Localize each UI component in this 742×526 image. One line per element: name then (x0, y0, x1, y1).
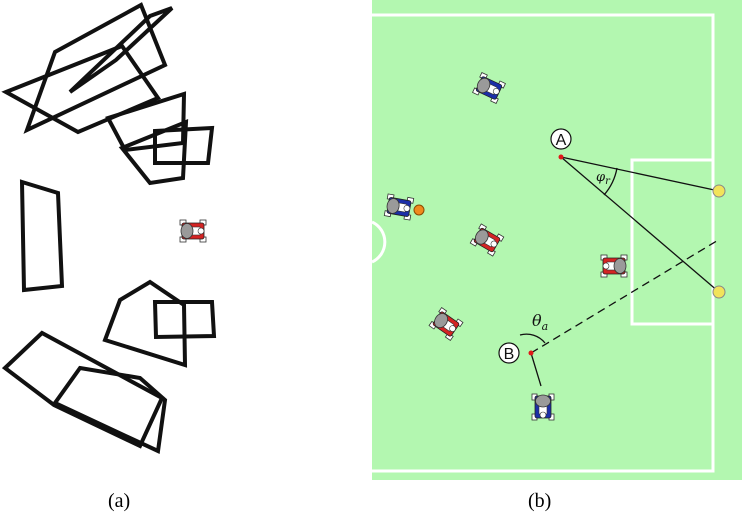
penalty-box (630, 158, 715, 326)
observation-polygon (19, 179, 65, 293)
robot-b-line (530, 352, 542, 387)
point-a-label: A (556, 132, 567, 149)
angle-theta-label: θa (532, 311, 548, 333)
angle-theta-subscript: a (542, 320, 549, 333)
panel-a-caption: (a) (108, 490, 131, 512)
observation-polygon (153, 125, 215, 165)
observation-polygon (152, 300, 217, 340)
sight-lines (519, 156, 721, 387)
point-b-label: B (504, 346, 515, 363)
point-a-marker (558, 154, 564, 160)
angle-phi-subscript: r (605, 176, 611, 187)
angle-arc (603, 167, 618, 196)
panel-a (1, 2, 217, 454)
angle-phi-symbol: φ (596, 170, 606, 185)
observation-polygon (1, 330, 165, 449)
goal-post (712, 285, 726, 299)
point-b-label-circle (498, 342, 520, 364)
angle-arc (519, 333, 546, 344)
soccer-field (372, 0, 742, 480)
goal-post (712, 184, 726, 198)
angle-theta-symbol: θ (532, 311, 542, 330)
observation-polygon (102, 279, 188, 368)
ball (413, 204, 425, 216)
robot (531, 393, 555, 421)
point-a-label-circle (550, 128, 572, 150)
observation-polygon (1, 43, 162, 135)
robot (179, 219, 207, 243)
observation-polygon (68, 6, 174, 94)
center-circle-arc (371, 220, 387, 264)
sight-line (560, 156, 720, 293)
dashed-heading-line (530, 238, 721, 354)
sight-line (560, 156, 720, 192)
angle-phi-label: φr (596, 170, 611, 187)
robot (600, 254, 628, 278)
observation-polygon (23, 2, 168, 134)
panel-b-caption: (b) (528, 490, 552, 512)
observation-polygons (1, 2, 217, 454)
panel-b: A B φr θa (371, 0, 742, 480)
observation-polygon (51, 365, 168, 454)
point-b-marker (528, 350, 534, 356)
